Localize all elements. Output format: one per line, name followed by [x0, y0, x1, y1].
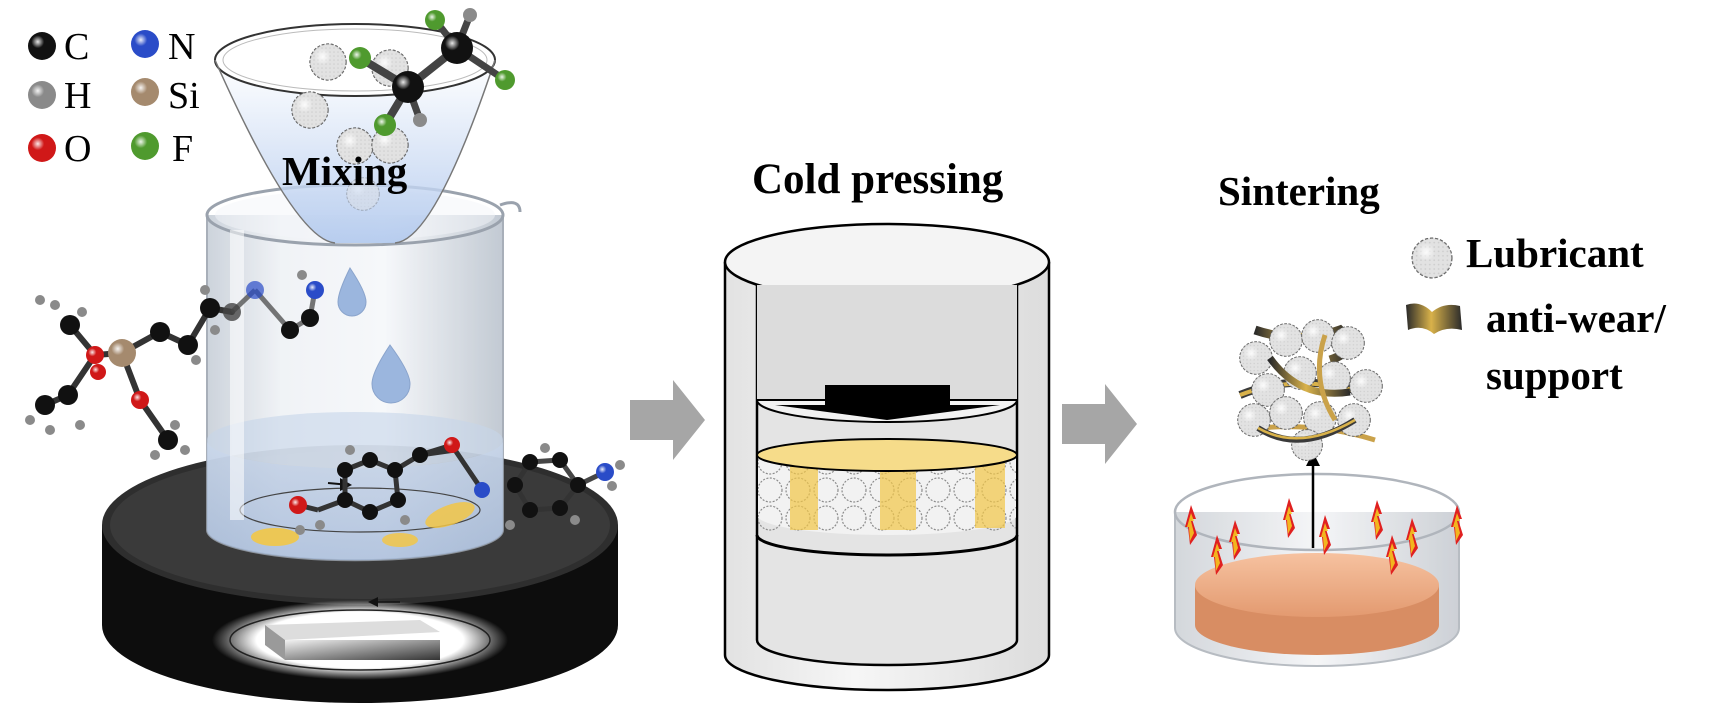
legend-item-si: Si	[131, 75, 200, 117]
legend-label-c: C	[64, 26, 89, 68]
beaker	[205, 183, 522, 562]
step-label-mixing: Mixing	[282, 148, 408, 194]
atom-legend: C N H Si O F	[28, 26, 200, 170]
legend-label-si: Si	[168, 75, 200, 117]
sintering-step: Sintering	[1173, 168, 1667, 667]
droplet	[371, 344, 411, 404]
cold-pressing-step: Cold pressing	[723, 156, 1051, 692]
mixing-step: Mixing	[25, 8, 625, 703]
legend-item-c: C	[28, 26, 89, 68]
legend-item-f: F	[131, 128, 193, 170]
legend-item-h: H	[28, 75, 91, 117]
legend-label-anti-wear: anti-wear/	[1486, 295, 1667, 341]
legend-item-n: N	[131, 26, 195, 68]
legend-lubricant: Lubricant	[1411, 230, 1644, 279]
press-down-arrow	[775, 385, 1000, 420]
legend-label-n: N	[168, 26, 195, 68]
silane-molecule	[25, 285, 235, 460]
legend-label-f: F	[172, 128, 193, 170]
compacted-powder	[755, 438, 1019, 557]
material-legend: Lubricant anti-wear/ support	[1406, 230, 1667, 398]
legend-label-h: H	[64, 75, 91, 117]
legend-label-o: O	[64, 128, 91, 170]
legend-label-lubricant: Lubricant	[1466, 230, 1644, 276]
legend-anti-wear: anti-wear/ support	[1406, 295, 1667, 398]
sintering-dish	[1173, 472, 1463, 667]
legend-item-o: O	[28, 128, 91, 170]
process-arrow-1	[630, 380, 705, 460]
legend-label-support: support	[1486, 352, 1623, 398]
amine-chain	[223, 270, 324, 339]
composite-cluster	[1237, 319, 1383, 461]
ribbon-icon	[1406, 303, 1462, 334]
aromatic-molecule	[289, 437, 625, 535]
droplet	[337, 267, 367, 317]
step-label-sintering: Sintering	[1218, 168, 1380, 214]
step-label-cold-pressing: Cold pressing	[752, 156, 1004, 203]
process-arrow-2	[1062, 384, 1137, 464]
fluoro-molecule	[349, 8, 515, 136]
stir-bar	[265, 620, 440, 660]
